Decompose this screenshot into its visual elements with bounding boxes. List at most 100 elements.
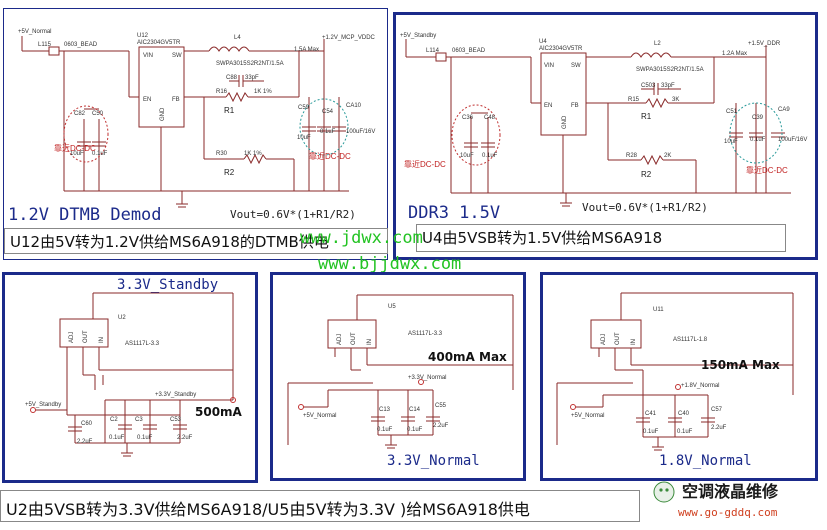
cap-in-2-value: 0.1uF <box>92 151 108 157</box>
cap-in-1-value: 10uF <box>70 151 84 157</box>
cap-2: C14 <box>409 407 421 413</box>
panel-ldo-3v3-standby: U2 AS1117L-3.3 ADJ OUT IN +5V_Standby +3… <box>2 272 258 483</box>
near-dcdc-note-out: 靠近DC-DC <box>309 151 351 161</box>
r2-value: 2K <box>664 153 671 159</box>
cap-out-1-value: 10uF <box>724 139 738 145</box>
pin-en: EN <box>143 97 151 103</box>
panel-ldo-1v8-normal: U11 AS1117L-1.8 ADJ OUT IN +5V_Normal +1… <box>540 272 818 481</box>
pin-sw: SW <box>571 63 581 69</box>
r1-label: R1 <box>641 112 652 121</box>
cap-out-3-value: 100uF/16V <box>346 129 375 135</box>
chip-part: AS1117L-3.3 <box>408 331 443 337</box>
pin-fb: FB <box>172 97 180 103</box>
near-dcdc-note-in: 靠近DC-DC <box>54 143 96 153</box>
pin-vin: VIN <box>544 63 554 69</box>
cap-in-1: C36 <box>462 115 474 121</box>
cap-1: C60 <box>81 421 93 427</box>
vout-formula: Vout=0.6V*(1+R1/R2) <box>230 208 356 221</box>
cap-3: C57 <box>711 407 723 413</box>
bead-part: 0603_BEAD <box>64 42 98 48</box>
schematic-ldo1: U2 AS1117L-3.3 ADJ OUT IN +5V_Standby +3… <box>25 292 236 457</box>
cap-3: C55 <box>435 403 447 409</box>
cap-out-1: C51 <box>726 109 738 115</box>
cap-out-1-value: 10uF <box>297 135 311 141</box>
output-net-label: +1.5V_DDR <box>748 41 781 47</box>
cap-out-2-value: 0.1uF <box>750 137 766 143</box>
cap-1: C41 <box>645 411 657 417</box>
output-net-label: +3.3V_Standby <box>155 392 196 398</box>
cap-2-value: 0.1uF <box>407 427 423 433</box>
near-dcdc-note-out: 靠近DC-DC <box>746 165 788 175</box>
chip-ref: U4 <box>539 39 547 45</box>
bead-part: 0603_BEAD <box>452 48 486 54</box>
current-rating: 400mA Max <box>428 350 507 364</box>
caption-ldo: U2由5VSB转为3.3V供给MS6A918/U5由5V转为3.3V )给MS6… <box>0 490 640 522</box>
panel-title: 1.2V DTMB Demod <box>8 205 162 225</box>
cap-2: C40 <box>678 411 690 417</box>
inductor-ref: L2 <box>654 41 661 47</box>
cap-3-value: 2.2uF <box>711 425 727 431</box>
panel-title: 3.3V_Normal <box>387 453 480 469</box>
chip-ref: U5 <box>388 304 396 310</box>
output-net-label: +3.3V_Normal <box>408 375 447 381</box>
panel-title: 3.3V_Standby <box>117 277 219 293</box>
cap-in-1-value: 10uF <box>460 153 474 159</box>
cap-out-3-value: 100uF/16V <box>778 137 807 143</box>
pin-gnd: GND <box>160 107 166 121</box>
cap-out-1: C59 <box>298 105 310 111</box>
cap-1: C13 <box>379 407 391 413</box>
schematic-ldo3: U11 AS1117L-1.8 ADJ OUT IN +5V_Normal +1… <box>556 292 794 451</box>
chip-ref: U12 <box>137 33 149 39</box>
cap-out-2-value: 0.1uF <box>320 129 336 135</box>
inductor-ref: L4 <box>234 35 241 41</box>
panel-1v5-buck: +5V_Standby L114 0603_BEAD U4 AIC2304GV5… <box>393 12 818 260</box>
chip-part: AS1117L-1.8 <box>673 337 708 343</box>
caption-1v5: U4由5VSB转为1.5V供给MS6A918 <box>416 224 786 252</box>
inductor-part: SWPA3015S2R2NT/1.5A <box>636 67 704 73</box>
pin-fb: FB <box>571 103 579 109</box>
pin-vin: VIN <box>143 53 153 59</box>
cap-out-2: C39 <box>752 115 764 121</box>
cap-3-value: 0.1uF <box>137 435 153 441</box>
pin-out: OUT <box>351 332 357 345</box>
logo-url: www.go-gddq.com <box>678 506 778 519</box>
input-net-label: +5V_Standby <box>25 402 61 408</box>
input-net-label: +5V_Normal <box>303 413 337 419</box>
cap-ff-ref: C503 <box>641 83 656 89</box>
chip-ref: U2 <box>118 315 126 321</box>
chip-part: AIC2304GV5TR <box>137 40 181 46</box>
input-net-label: +5V_Normal <box>18 29 52 35</box>
input-net-label: +5V_Standby <box>400 33 436 39</box>
watermark-url-2: www.bjjdwx.com <box>318 254 462 274</box>
pin-out: OUT <box>615 332 621 345</box>
panel-title: 1.8V_Normal <box>659 453 752 469</box>
cap-out-3: CA10 <box>346 103 362 109</box>
cap-4-value: 2.2uF <box>177 435 193 441</box>
cap-ff-value: 33pF <box>661 83 675 89</box>
cap-2-value: 0.1uF <box>109 435 125 441</box>
cap-out-3: CA9 <box>778 107 790 113</box>
schematic-1v5: +5V_Standby L114 0603_BEAD U4 AIC2304GV5… <box>400 33 807 207</box>
cap-4: C53 <box>170 417 182 423</box>
cap-out-2: C54 <box>322 109 334 115</box>
pin-in: IN <box>631 339 637 345</box>
pin-en: EN <box>544 103 552 109</box>
site-logo: 空调液晶维修 www.go-gddq.com <box>648 476 826 526</box>
r2-label: R2 <box>224 168 235 177</box>
pin-sw: SW <box>172 53 182 59</box>
r2-value: 1K 1% <box>244 151 262 157</box>
r1-value: 1K 1% <box>254 89 272 95</box>
pin-adj: ADJ <box>69 332 75 343</box>
cap-in-2: C48 <box>484 115 496 121</box>
bead-ref: L115 <box>38 42 52 48</box>
cap-3-value: 2.2uF <box>433 423 449 429</box>
r1-ref: R15 <box>628 97 640 103</box>
panel-1v2-buck: +5V_Normal L115 0603_BEAD U12 AIC2304GV5… <box>3 8 388 260</box>
input-net-label: +5V_Normal <box>571 413 605 419</box>
pin-gnd: GND <box>562 115 568 129</box>
near-dcdc-note-in: 靠近DC-DC <box>404 159 446 169</box>
r2-label: R2 <box>641 170 652 179</box>
schematic-1v2: +5V_Normal L115 0603_BEAD U12 AIC2304GV5… <box>18 29 376 208</box>
pin-in: IN <box>367 339 373 345</box>
output-current: 1.5A Max <box>294 47 319 53</box>
